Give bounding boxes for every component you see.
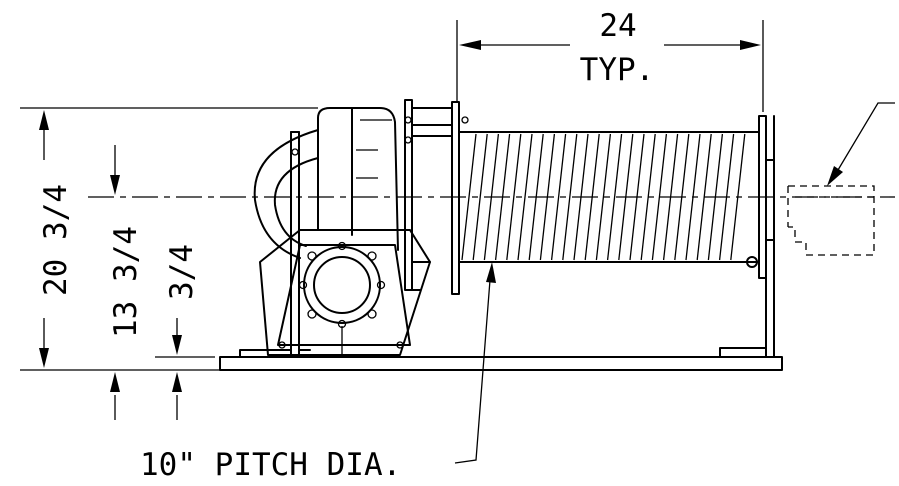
drum-groove [662,133,679,261]
drum-groove [674,133,690,261]
drum-groove [606,133,623,261]
drum-groove [595,133,612,261]
overall-height-value: 20 3/4 [38,184,74,296]
drum-groove [685,133,701,261]
overall-height-dimension: 20 3/4 [20,107,318,371]
drum-groove [483,133,500,261]
drum-groove [517,133,533,261]
drum-groove [584,133,600,261]
drum-groove [528,133,544,261]
shaft-leader [827,102,895,186]
width-value: 24 [599,8,636,44]
width-note: TYP. [580,52,655,88]
right-bracket [719,115,775,358]
drum-grooves [461,133,746,261]
drum-groove [629,133,645,261]
drum-groove [550,133,567,261]
drum-groove [651,133,668,261]
centerline-height-value: 13 3/4 [108,226,144,338]
pitch-diameter-callout: 10" PITCH DIA. [140,262,496,483]
pitch-diameter-label: 10" PITCH DIA. [140,447,401,483]
drum-groove [640,133,656,261]
drum-groove [718,133,735,261]
drum-groove [461,133,477,261]
drum-groove [618,133,634,261]
width-dimension: 24 TYP. [456,8,764,112]
drum-groove [573,133,589,261]
drum-groove [696,133,712,261]
base-thickness-value: 3/4 [164,244,200,300]
drum-groove [494,133,511,261]
drum-groove [472,133,488,261]
drum-groove [506,133,522,261]
drum-groove [730,133,746,261]
centerline-height-dimension: 13 3/4 [108,145,144,420]
base-plate [219,356,783,371]
shaft-extension [787,185,875,256]
motor-housing [253,107,431,356]
base-thickness-dimension: 3/4 [155,244,215,420]
left-bracket [239,131,311,358]
drum-groove [539,133,556,261]
drum-groove [562,133,578,261]
drum-groove [707,133,724,261]
